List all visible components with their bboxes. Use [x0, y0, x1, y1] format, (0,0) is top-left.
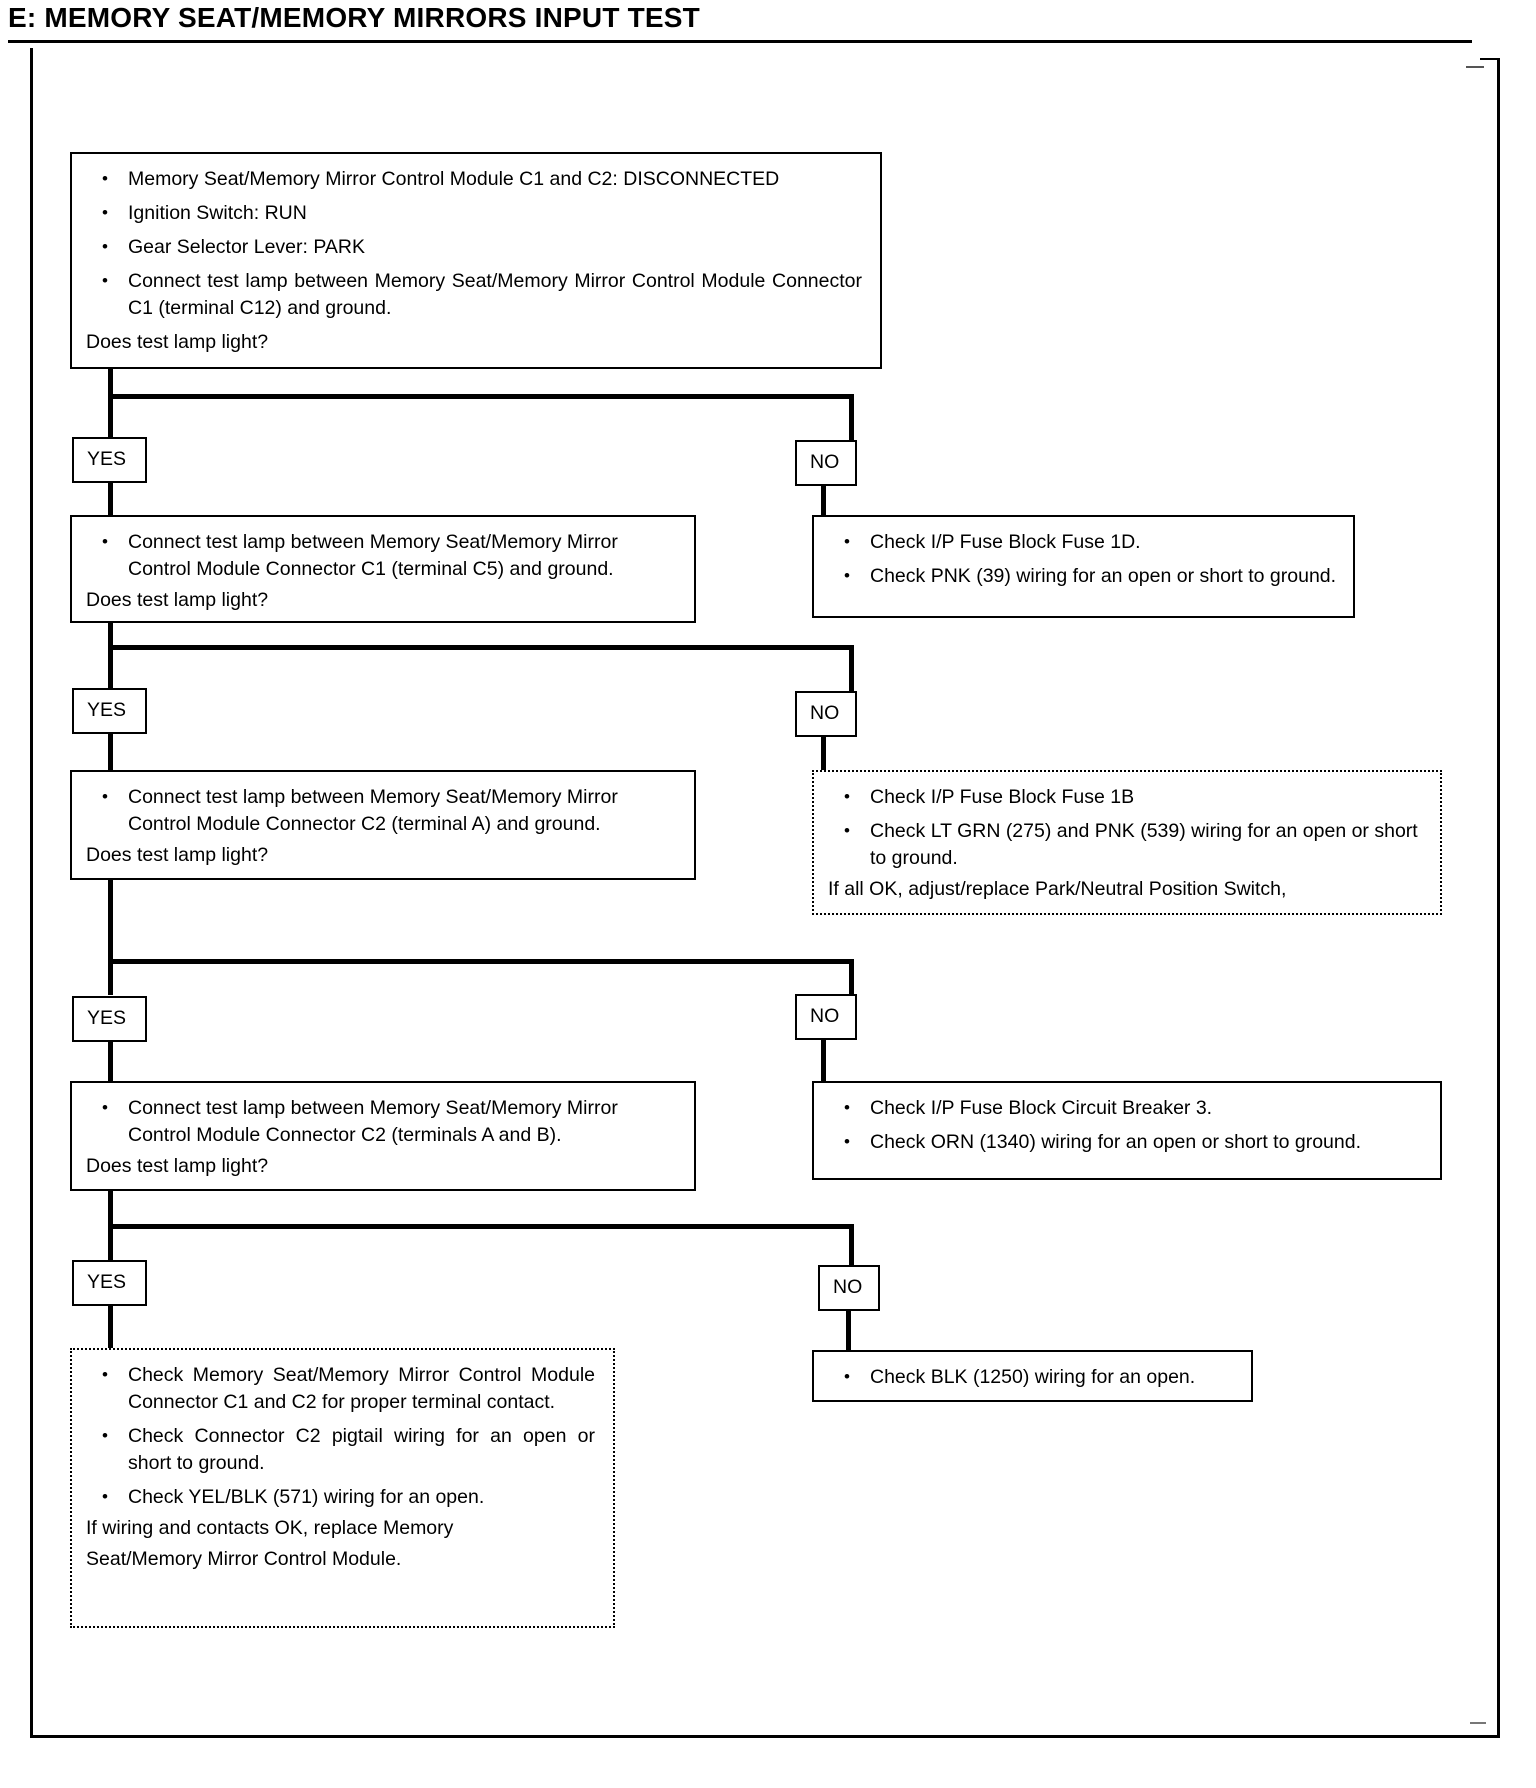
connector-step3-split — [108, 959, 854, 964]
decision-no-4[interactable]: NO — [818, 1265, 880, 1311]
step-5-no-bullet-list: Check BLK (1250) wiring for an open. — [828, 1363, 1237, 1391]
connector-yes1-to-step2 — [108, 483, 113, 516]
step-3-no-note: If all OK, adjust/replace Park/Neutral P… — [828, 878, 1287, 900]
connector-step3-stub — [108, 880, 113, 995]
connector-yes4-to-step5 — [108, 1306, 113, 1349]
connector-step1-split — [108, 394, 854, 399]
step-4-bullet-list: Connect test lamp between Memory Seat/Me… — [86, 1094, 680, 1149]
step-2-no-bullet-list: Check I/P Fuse Block Fuse 1D. Check PNK … — [828, 528, 1339, 590]
step-5-bullet-list: Check Memory Seat/Memory Mirror Control … — [86, 1361, 599, 1511]
step-4-no-bullet-list: Check I/P Fuse Block Circuit Breaker 3. … — [828, 1094, 1426, 1156]
step-4-no-bullet: Check I/P Fuse Block Circuit Breaker 3. — [828, 1094, 1426, 1122]
step-1-box: Memory Seat/Memory Mirror Control Module… — [70, 152, 882, 369]
step-1-bullet: Ignition Switch: RUN — [86, 199, 866, 227]
step-2-no-bullet: Check I/P Fuse Block Fuse 1D. — [828, 528, 1339, 556]
decision-yes-3-label: YES — [87, 1007, 127, 1030]
page-frame-tick-bottom — [1470, 1722, 1486, 1724]
step-5-no-box: Check BLK (1250) wiring for an open. — [812, 1350, 1253, 1402]
decision-no-4-label: NO — [833, 1276, 863, 1299]
step-5-bullet: Check Memory Seat/Memory Mirror Control … — [86, 1361, 599, 1416]
step-1-question: Does test lamp light? — [86, 331, 269, 353]
step-4-bullet: Connect test lamp between Memory Seat/Me… — [86, 1094, 680, 1149]
step-3-no-box: Check I/P Fuse Block Fuse 1B Check LT GR… — [812, 770, 1442, 915]
connector-step2-split — [108, 645, 854, 650]
decision-yes-3[interactable]: YES — [72, 996, 147, 1042]
step-5-note-line-2: Seat/Memory Mirror Control Module. — [86, 1548, 402, 1570]
decision-yes-1[interactable]: YES — [72, 437, 147, 483]
connector-yes3-to-step4 — [108, 1042, 113, 1082]
decision-no-1-label: NO — [810, 451, 840, 474]
connector-no1-to-step2no — [821, 486, 826, 515]
step-4-question: Does test lamp light? — [86, 1155, 269, 1177]
page-frame-top-right — [1480, 58, 1500, 60]
connector-no2-to-step3no — [821, 737, 826, 770]
page-frame-bottom — [30, 1735, 1500, 1738]
step-3-yes-box: Connect test lamp between Memory Seat/Me… — [70, 770, 696, 880]
step-5-note-line-1: If wiring and contacts OK, replace Memor… — [86, 1517, 454, 1539]
step-4-no-bullet: Check ORN (1340) wiring for an open or s… — [828, 1128, 1426, 1156]
connector-step4-stub — [108, 1191, 113, 1298]
decision-no-2-label: NO — [810, 702, 840, 725]
connector-step4-split — [108, 1224, 854, 1229]
connector-yes2-to-step3 — [108, 734, 113, 771]
connector-step2-stub — [108, 623, 113, 718]
page-frame-left — [30, 48, 33, 1738]
step-3-bullet-list: Connect test lamp between Memory Seat/Me… — [86, 783, 680, 838]
connector-step1-no-drop — [849, 394, 854, 446]
decision-no-2[interactable]: NO — [795, 691, 857, 737]
step-2-question: Does test lamp light? — [86, 589, 269, 611]
decision-no-3-label: NO — [810, 1005, 840, 1028]
connector-step3-no-drop — [849, 959, 854, 1002]
page-title: E: MEMORY SEAT/MEMORY MIRRORS INPUT TEST — [8, 2, 700, 33]
step-3-question: Does test lamp light? — [86, 844, 269, 866]
step-5-yes-box: Check Memory Seat/Memory Mirror Control … — [70, 1348, 615, 1628]
step-2-yes-box: Connect test lamp between Memory Seat/Me… — [70, 515, 696, 623]
step-5-bullet: Check YEL/BLK (571) wiring for an open. — [86, 1483, 599, 1511]
page-frame-tick-top — [1466, 66, 1484, 68]
decision-no-3[interactable]: NO — [795, 994, 857, 1040]
step-4-yes-box: Connect test lamp between Memory Seat/Me… — [70, 1081, 696, 1191]
step-1-bullet: Memory Seat/Memory Mirror Control Module… — [86, 165, 866, 193]
decision-yes-2-label: YES — [87, 699, 127, 722]
step-3-no-bullet-list: Check I/P Fuse Block Fuse 1B Check LT GR… — [828, 783, 1426, 872]
connector-no4-to-step5no — [846, 1311, 851, 1351]
decision-no-1[interactable]: NO — [795, 440, 857, 486]
decision-yes-4-label: YES — [87, 1271, 127, 1294]
step-2-no-box: Check I/P Fuse Block Fuse 1D. Check PNK … — [812, 515, 1355, 618]
page-frame-right — [1497, 58, 1500, 1738]
step-4-no-box: Check I/P Fuse Block Circuit Breaker 3. … — [812, 1081, 1442, 1180]
step-5-no-bullet: Check BLK (1250) wiring for an open. — [828, 1363, 1237, 1391]
connector-no3-to-step4no — [821, 1040, 826, 1082]
step-2-bullet: Connect test lamp between Memory Seat/Me… — [86, 528, 680, 583]
step-1-bullet: Gear Selector Lever: PARK — [86, 233, 866, 261]
step-3-no-bullet: Check I/P Fuse Block Fuse 1B — [828, 783, 1426, 811]
step-5-bullet: Check Connector C2 pigtail wiring for an… — [86, 1422, 599, 1477]
step-2-bullet-list: Connect test lamp between Memory Seat/Me… — [86, 528, 680, 583]
step-1-bullet: Connect test lamp between Memory Seat/Me… — [86, 267, 866, 322]
connector-step1-stub — [108, 369, 113, 467]
decision-yes-4[interactable]: YES — [72, 1260, 147, 1306]
decision-yes-1-label: YES — [87, 448, 127, 471]
connector-step2-no-drop — [849, 645, 854, 697]
step-3-no-bullet: Check LT GRN (275) and PNK (539) wiring … — [828, 817, 1426, 872]
step-2-no-bullet: Check PNK (39) wiring for an open or sho… — [828, 562, 1339, 590]
step-3-bullet: Connect test lamp between Memory Seat/Me… — [86, 783, 680, 838]
connector-step4-no-drop — [849, 1224, 854, 1271]
decision-yes-2[interactable]: YES — [72, 688, 147, 734]
title-divider — [8, 40, 1472, 43]
step-1-bullet-list: Memory Seat/Memory Mirror Control Module… — [86, 165, 866, 322]
